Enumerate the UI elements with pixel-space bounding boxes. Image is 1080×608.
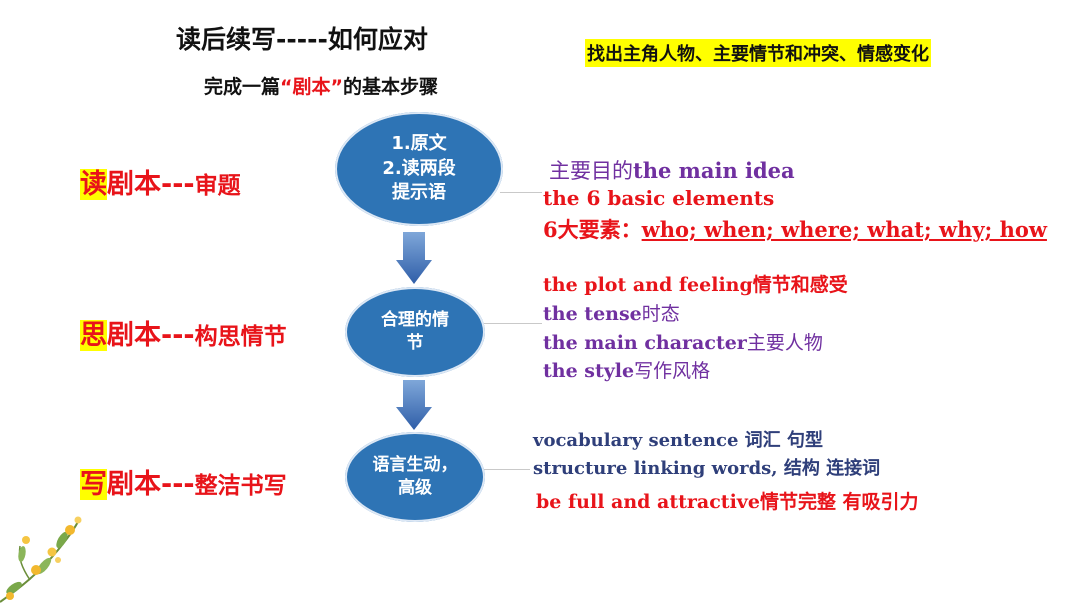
note-six-list: who; when; where; what; why; how [641, 217, 1047, 242]
step-read-title: 剧本--- [107, 169, 195, 200]
note-basic-elements: the 6 basic elements [543, 186, 775, 210]
node-read-line-2: 2.读两段 [382, 157, 456, 179]
note-attractive-en: be full and attractive [536, 491, 760, 513]
subtitle-quote: “剧本” [280, 76, 343, 98]
step-read: 读剧本---审题 [80, 162, 241, 201]
note-attractive: be full and attractive情节完整 有吸引力 [536, 487, 919, 514]
node-think-line-2: 节 [406, 333, 424, 353]
page-title: 读后续写-----如何应对 [176, 25, 428, 54]
note-six-elements: 6大要素：who; when; where; what; why; how [543, 214, 1047, 244]
note-plot-en: the plot and feeling [543, 274, 753, 296]
note-character-cn: 主要人物 [746, 332, 823, 354]
flower-branch-icon [0, 516, 82, 603]
step-read-action: 审题 [194, 173, 241, 199]
note-attractive-cn: 情节完整 有吸引力 [759, 491, 919, 513]
note-tense-en: the tense [543, 303, 642, 325]
node-write-line-2: 高级 [398, 478, 432, 498]
node-read: 1.原文 2.读两段 提示语 [335, 112, 503, 226]
step-think: 思剧本---构思情节 [80, 313, 287, 352]
note-main-idea: 主要目的the main idea [549, 155, 795, 185]
step-think-highlight: 思 [80, 320, 107, 351]
note-six-prefix: 6大要素： [543, 217, 642, 242]
subtitle-prefix: 完成一篇 [204, 76, 281, 98]
node-read-line-3: 提示语 [392, 182, 446, 204]
arrow-down-icon [396, 232, 432, 284]
step-read-highlight: 读 [80, 169, 107, 200]
node-write: 语言生动， 高级 [345, 432, 485, 522]
note-style-en: the style [543, 360, 635, 382]
note-character: the main character主要人物 [543, 328, 823, 355]
note-plot-cn: 情节和感受 [752, 274, 848, 296]
note-structure: structure linking words, 结构 连接词 [533, 458, 881, 479]
step-write: 写剧本---整洁书写 [80, 462, 287, 501]
connector-line [500, 192, 542, 193]
connector-line [484, 323, 542, 324]
step-think-action: 构思情节 [194, 324, 287, 350]
note-main-idea-cn: 主要目的 [549, 159, 633, 183]
note-tense: the tense时态 [543, 299, 680, 326]
step-write-title: 剧本--- [107, 469, 195, 500]
note-character-en: the main character [543, 332, 747, 354]
arrow-down-icon [396, 380, 432, 430]
node-think-line-1: 合理的情 [381, 309, 449, 330]
node-write-line-1: 语言生动， [372, 454, 458, 475]
subtitle-suffix: 的基本步骤 [343, 76, 439, 98]
node-think: 合理的情 节 [345, 287, 485, 377]
page-subtitle: 完成一篇“剧本”的基本步骤 [204, 72, 438, 99]
step-write-action: 整洁书写 [194, 473, 287, 499]
step-think-title: 剧本--- [107, 320, 195, 351]
note-plot: the plot and feeling情节和感受 [543, 270, 848, 297]
step-write-highlight: 写 [80, 469, 107, 500]
note-tense-cn: 时态 [641, 303, 680, 325]
node-read-line-1: 1.原文 [391, 132, 447, 154]
note-main-idea-en: the main idea [633, 158, 795, 183]
connector-line [484, 469, 530, 470]
note-style: the style写作风格 [543, 356, 710, 383]
note-vocabulary: vocabulary sentence 词汇 句型 [533, 430, 823, 451]
highlight-banner: 找出主角人物、主要情节和冲突、情感变化 [585, 39, 931, 67]
note-style-cn: 写作风格 [634, 360, 711, 382]
